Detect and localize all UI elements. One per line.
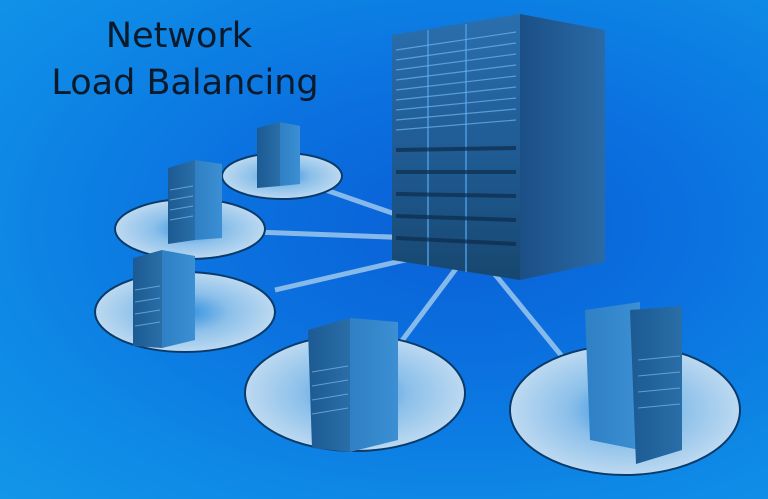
- server-2: [168, 160, 222, 244]
- server-4: [308, 318, 398, 452]
- server-vents: [134, 185, 681, 415]
- server-1: [257, 122, 300, 188]
- title-line-2: Load Balancing: [51, 63, 319, 103]
- server-3: [133, 250, 195, 348]
- server-5: [585, 302, 682, 464]
- title-line-1: Network: [105, 16, 253, 56]
- central-rack-server: [392, 14, 605, 280]
